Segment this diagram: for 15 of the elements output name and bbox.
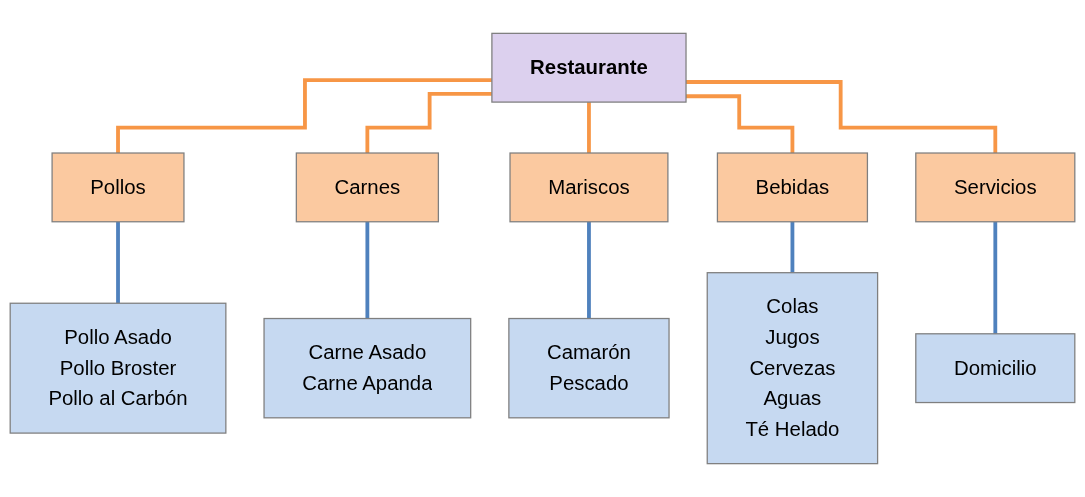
node-box: Colas Jugos Cervezas Aguas Té Helado	[706, 272, 879, 465]
node-box: Carnes	[295, 152, 440, 223]
node-box: Domicilio	[915, 333, 1076, 404]
connector	[365, 92, 492, 155]
node-box: Bebidas	[716, 152, 869, 223]
connector	[686, 80, 998, 155]
node-box: Mariscos	[509, 152, 669, 223]
node-box: Camarón Pescado	[508, 317, 670, 419]
node-box: Pollos	[51, 152, 185, 223]
node-box: Servicios	[915, 152, 1076, 223]
node-box: Carne Asado Carne Apanda	[263, 317, 472, 419]
connector	[116, 78, 492, 155]
node-box: Restaurante	[491, 32, 687, 103]
connector	[686, 94, 795, 155]
node-box: Pollo Asado Pollo Broster Pollo al Carbón	[9, 302, 227, 434]
